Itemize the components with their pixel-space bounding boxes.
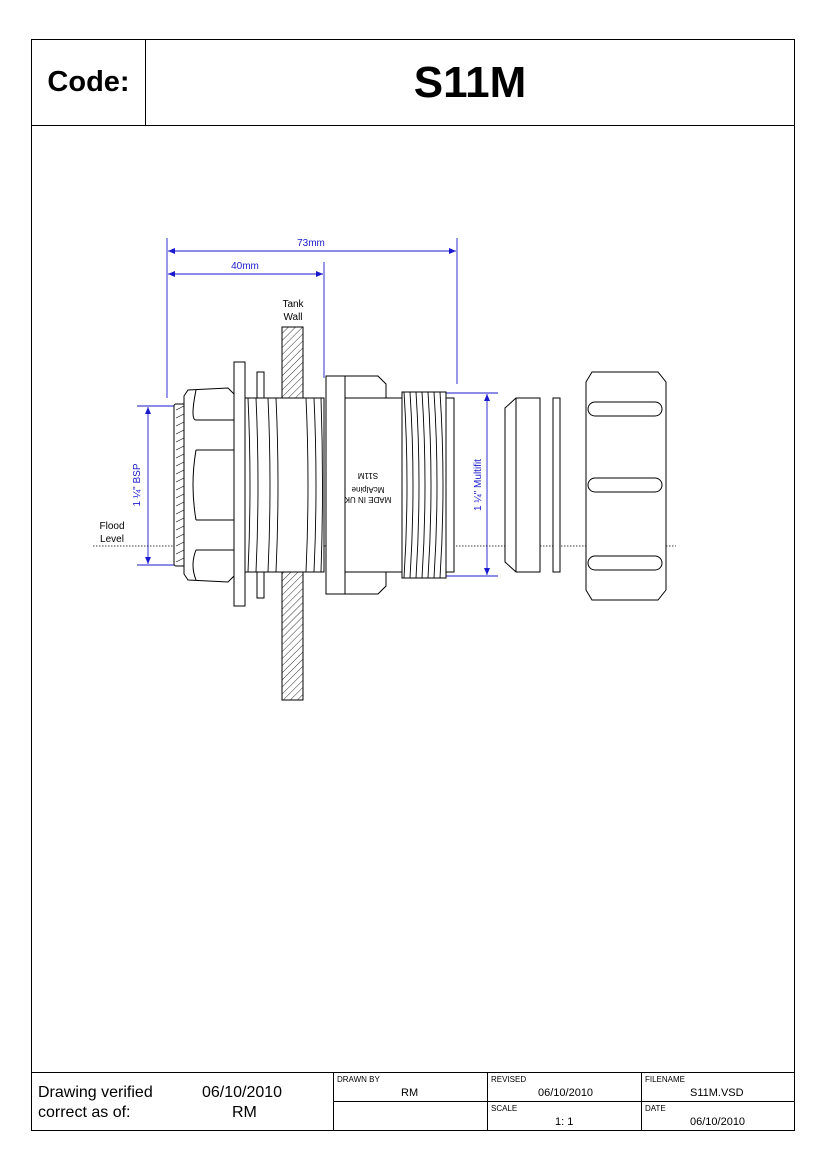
marking-code: S11M (358, 471, 379, 480)
verified-cell: Drawing verified correct as of: 06/10/20… (32, 1073, 334, 1131)
code-label: Code: (32, 40, 146, 126)
scale-cell: SCALE 1: 1 (488, 1102, 642, 1131)
verified-label-1: Drawing verified (38, 1084, 153, 1101)
marking-mcalpine: McAlpine (351, 485, 384, 494)
drawn-by-cell: DRAWN BY RM (334, 1073, 488, 1102)
empty-cell (334, 1102, 488, 1131)
flood-level-label-1: Flood (99, 521, 124, 532)
marking-made-in-uk: MADE IN UK (344, 495, 391, 504)
title-block: Drawing verified correct as of: 06/10/20… (32, 1072, 794, 1131)
revised-value: 06/10/2010 (538, 1087, 594, 1099)
dim-40mm-label: 40mm (231, 261, 259, 272)
dim-73mm-label: 73mm (297, 238, 325, 249)
date-value: 06/10/2010 (690, 1116, 746, 1128)
verified-by: RM (232, 1104, 257, 1121)
tank-wall-label-1: Tank (282, 299, 304, 310)
filename-value: S11M.VSD (690, 1087, 744, 1099)
fitting-assembly (173, 361, 667, 607)
flood-level-label-2: Level (100, 534, 124, 545)
filename-cell: FILENAME S11M.VSD (642, 1073, 794, 1102)
scale-value: 1: 1 (555, 1116, 574, 1128)
dim-multifit-label: 1 ¼" Multifit (472, 459, 484, 511)
drawing-sheet: Code: S11M Drawing verified correct as o… (31, 39, 795, 1131)
drawn-by-label: DRAWN BY (337, 1075, 380, 1084)
date-cell: DATE 06/10/2010 (642, 1102, 794, 1131)
body-marking: MADE IN UK McAlpine S11M (344, 471, 391, 504)
dim-bsp-label: 1 ¼" BSP (131, 463, 143, 506)
drawn-by-value: RM (401, 1087, 419, 1099)
verified-date: 06/10/2010 (202, 1084, 283, 1101)
verified-label-2: correct as of: (38, 1104, 131, 1121)
code-value: S11M (146, 40, 794, 126)
dimension-lines (137, 238, 498, 577)
date-label: DATE (645, 1104, 666, 1113)
scale-label: SCALE (491, 1104, 518, 1113)
revised-cell: REVISED 06/10/2010 (488, 1073, 642, 1102)
tank-wall-label-2: Wall (283, 312, 302, 323)
filename-label: FILENAME (645, 1075, 686, 1084)
revised-label: REVISED (491, 1075, 527, 1084)
